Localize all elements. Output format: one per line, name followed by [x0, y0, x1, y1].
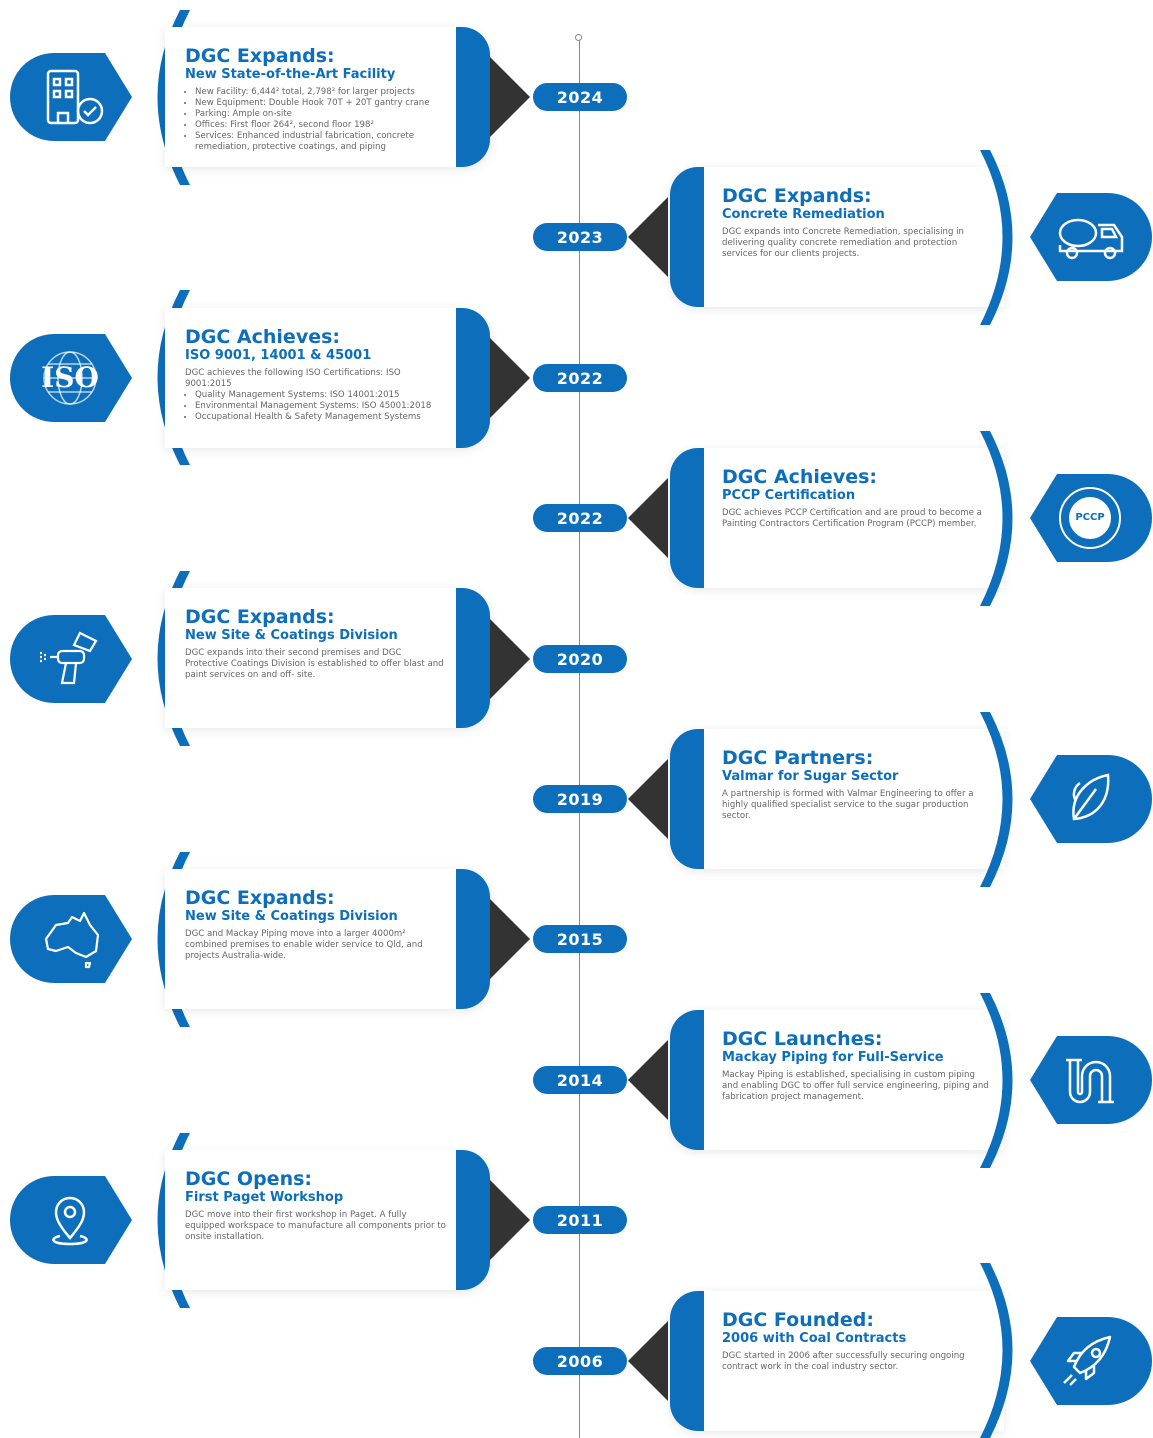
year-pill: 2023: [533, 223, 627, 251]
milestone-card: DGC Achieves: PCCP Certification DGC ach…: [670, 448, 1004, 588]
milestone-description: DGC move into their first workshop in Pa…: [185, 1210, 446, 1242]
year-pill: 2020: [533, 645, 627, 673]
milestone-description: A partnership is formed with Valmar Engi…: [722, 789, 974, 821]
milestone-description: DGC expands into their second premises a…: [185, 648, 444, 680]
bullet: Offices: First floor 264², second floor …: [195, 120, 446, 131]
year-pill: 2024: [533, 83, 627, 111]
milestone-subtitle: First Paget Workshop: [185, 1190, 344, 1205]
milestone-card: DGC Founded: 2006 with Coal Contracts DG…: [670, 1291, 1004, 1431]
milestone-title: DGC Expands:: [185, 887, 335, 909]
milestone-subtitle: New State-of-the-Art Facility: [185, 67, 396, 82]
year-pill: 2014: [533, 1066, 627, 1094]
pointer-arrow: [628, 1040, 668, 1120]
milestone-description: DGC achieves PCCP Certification and are …: [722, 508, 982, 529]
leaf-icon: [1030, 755, 1152, 843]
bullet: New Facility: 6,444² total, 2,798² for l…: [195, 87, 446, 98]
milestone-title: DGC Launches:: [722, 1028, 883, 1050]
pointer-arrow: [628, 478, 668, 558]
milestone-description: DGC started in 2006 after successfully s…: [722, 1351, 965, 1372]
bullet: Services: Enhanced industrial fabricatio…: [195, 131, 446, 153]
bullet: Quality Management Systems: ISO 14001:20…: [195, 390, 446, 401]
pointer-arrow: [490, 1180, 530, 1260]
milestone-card: DGC Opens: First Paget Workshop DGC move…: [165, 1150, 490, 1290]
milestone-card: DGC Partners: Valmar for Sugar Sector A …: [670, 729, 1004, 869]
milestone-title: DGC Expands:: [185, 606, 335, 628]
bullet: Environmental Management Systems: ISO 45…: [195, 401, 446, 412]
milestone-bullets: New Facility: 6,444² total, 2,798² for l…: [185, 87, 446, 153]
pointer-arrow: [490, 619, 530, 699]
bullet: Occupational Health & Safety Management …: [195, 412, 446, 423]
milestone-title: DGC Achieves:: [185, 326, 340, 348]
concrete-mixer-truck-icon: [1030, 193, 1152, 281]
spray-gun-icon: [10, 615, 132, 703]
milestone-bullets: Quality Management Systems: ISO 14001:20…: [185, 390, 446, 423]
milestone-title: DGC Expands:: [185, 45, 335, 67]
bracket-decoration: [980, 150, 1013, 325]
milestone-card: DGC Expands: New Site & Coatings Divisio…: [165, 869, 490, 1009]
milestone-subtitle: New Site & Coatings Division: [185, 909, 398, 924]
year-pill: 2019: [533, 785, 627, 813]
building-check-icon: [10, 53, 132, 141]
bullet: New Equipment: Double Hook 70T + 20T gan…: [195, 98, 446, 109]
pccp-text: PCCP: [1075, 512, 1105, 523]
rocket-icon: [1030, 1317, 1152, 1405]
location-pin-icon: [10, 1176, 132, 1264]
milestone-card: DGC Launches: Mackay Piping for Full-Ser…: [670, 1010, 1004, 1150]
timeline-axis: [579, 38, 580, 1438]
milestone-subtitle: 2006 with Coal Contracts: [722, 1331, 907, 1346]
milestone-card: DGC Expands: New State-of-the-Art Facili…: [165, 27, 490, 167]
australia-map-icon: [10, 895, 132, 983]
milestone-description: DGC expands into Concrete Remediation, s…: [722, 227, 964, 259]
pointer-arrow: [628, 759, 668, 839]
milestone-title: DGC Founded:: [722, 1309, 874, 1331]
milestone-card: DGC Expands: Concrete Remediation DGC ex…: [670, 167, 1004, 307]
milestone-card: DGC Achieves: ISO 9001, 14001 & 45001 DG…: [165, 308, 490, 448]
pipe-icon: [1030, 1036, 1152, 1124]
year-pill: 2015: [533, 925, 627, 953]
milestone-card: DGC Expands: New Site & Coatings Divisio…: [165, 588, 490, 728]
pointer-arrow: [490, 338, 530, 418]
milestone-subtitle: ISO 9001, 14001 & 45001: [185, 348, 372, 363]
milestone-description: DGC achieves the following ISO Certifica…: [185, 368, 401, 389]
bracket-decoration: [980, 993, 1013, 1168]
milestone-title: DGC Achieves:: [722, 466, 877, 488]
pointer-arrow: [628, 1321, 668, 1401]
milestone-description: DGC and Mackay Piping move into a larger…: [185, 929, 423, 961]
milestone-title: DGC Opens:: [185, 1168, 312, 1190]
bullet: Parking: Ample on-site: [195, 109, 446, 120]
milestone-subtitle: Concrete Remediation: [722, 207, 885, 222]
milestone-description: Mackay Piping is established, specialisi…: [722, 1070, 989, 1102]
pointer-arrow: [490, 57, 530, 137]
milestone-subtitle: PCCP Certification: [722, 488, 856, 503]
pointer-arrow: [628, 197, 668, 277]
milestone-subtitle: Valmar for Sugar Sector: [722, 769, 899, 784]
bracket-decoration: [980, 1263, 1013, 1438]
pointer-arrow: [490, 899, 530, 979]
iso-globe-icon: ISO: [10, 334, 132, 422]
iso-text: ISO: [41, 361, 99, 394]
milestone-subtitle: Mackay Piping for Full-Service: [722, 1050, 944, 1065]
milestone-subtitle: New Site & Coatings Division: [185, 628, 398, 643]
milestone-title: DGC Partners:: [722, 747, 874, 769]
milestone-title: DGC Expands:: [722, 185, 872, 207]
year-pill: 2022: [533, 364, 627, 392]
timeline-start-dot: [575, 34, 582, 41]
pccp-seal-icon: PCCP: [1030, 474, 1152, 562]
year-pill: 2022: [533, 504, 627, 532]
bracket-decoration: [980, 712, 1013, 887]
year-pill: 2011: [533, 1206, 627, 1234]
year-pill: 2006: [533, 1347, 627, 1375]
bracket-decoration: [980, 431, 1013, 606]
